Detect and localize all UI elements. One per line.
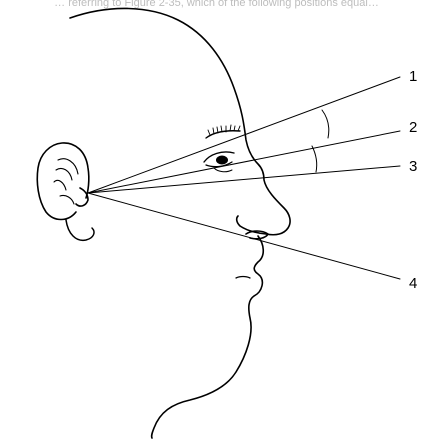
cut-off-question-text: … referring to Figure 2-35, which of the… — [54, 0, 379, 9]
head-profile-outline — [69, 7, 291, 236]
eyebrow-hatching — [207, 124, 241, 136]
ear-canal — [75, 187, 89, 207]
ear-outline — [36, 142, 90, 221]
sight-line-4 — [87, 192, 401, 280]
ear-inner-fold — [53, 158, 79, 205]
angle-arc-lower — [311, 145, 318, 173]
eyebrow — [205, 130, 241, 139]
sight-line-3 — [87, 165, 401, 194]
sight-line-1 — [87, 76, 401, 194]
eye-upper-lid — [203, 151, 235, 163]
ear-lobe — [65, 219, 95, 242]
callout-3: 3 — [409, 158, 417, 175]
pupil — [216, 155, 228, 165]
nostril — [245, 230, 269, 240]
callout-4: 4 — [409, 275, 417, 292]
mouth-corner — [235, 275, 251, 279]
sight-line-2 — [87, 130, 401, 194]
callout-2: 2 — [409, 119, 417, 136]
lips-chin-throat-outline — [150, 235, 265, 439]
eye-crease — [213, 167, 233, 173]
angle-arc-upper — [321, 109, 330, 139]
callout-1: 1 — [409, 68, 417, 85]
